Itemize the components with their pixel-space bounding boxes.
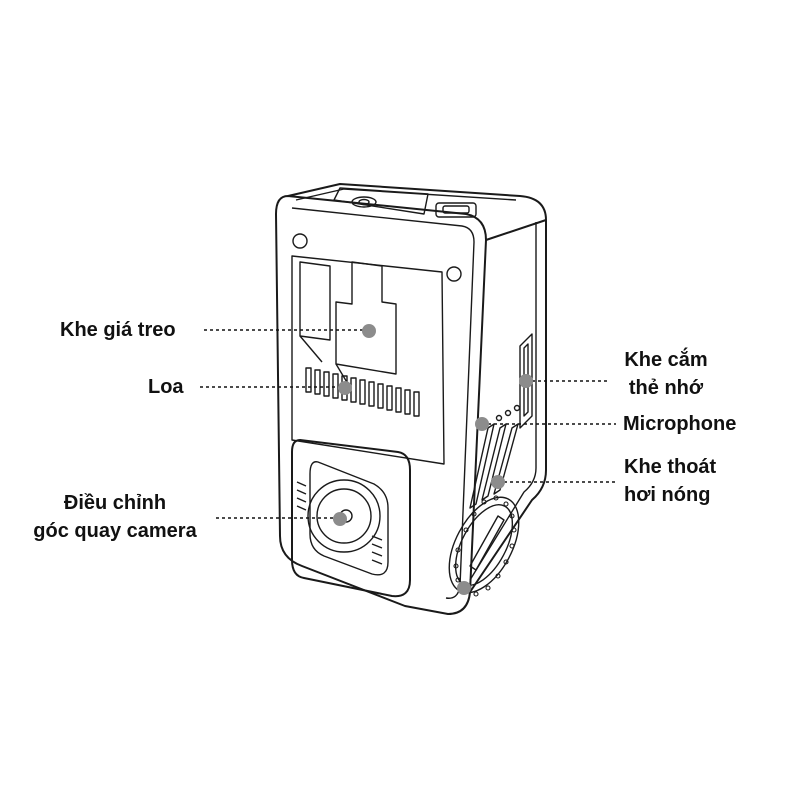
label-card-slot-line1: Khe cắm (624, 349, 708, 371)
marker-mount-slot (362, 324, 376, 338)
label-card-slot: Khe cắm thẻ nhớ (608, 346, 724, 402)
callout-markers (333, 324, 533, 595)
camera-side-face (469, 220, 547, 593)
marker-angle-adjust (333, 512, 347, 526)
speaker-grill (305, 367, 420, 417)
marker-microphone (475, 417, 489, 431)
label-vent-line1: Khe thoát (624, 456, 717, 478)
marker-card-slot (519, 374, 533, 388)
marker-speaker (338, 381, 352, 395)
label-vent: Khe thoát hơi nóng (624, 453, 716, 509)
camera-top-face (287, 183, 547, 241)
memory-card-slot (519, 333, 533, 429)
label-vent-line2: hơi nóng (624, 484, 711, 506)
marker-vent (491, 475, 505, 489)
label-speaker: Loa (148, 376, 184, 398)
mount-slot (299, 261, 331, 341)
heat-vent (469, 423, 519, 509)
label-angle-adjust: Điều chỉnh góc quay camera (10, 489, 220, 545)
callout-lines (200, 329, 616, 519)
label-microphone: Microphone (623, 413, 737, 435)
label-card-slot-line2: thẻ nhớ (628, 377, 704, 399)
label-angle-adjust-line2: góc quay camera (33, 520, 197, 542)
lens-housing (291, 439, 411, 598)
camera-illustration (275, 183, 547, 615)
lens-ring (307, 479, 381, 553)
marker-dial (457, 581, 471, 595)
label-mount-slot: Khe giá treo (60, 319, 176, 341)
camera-front-face (275, 195, 487, 615)
label-angle-adjust-line1: Điều chỉnh (63, 492, 167, 514)
